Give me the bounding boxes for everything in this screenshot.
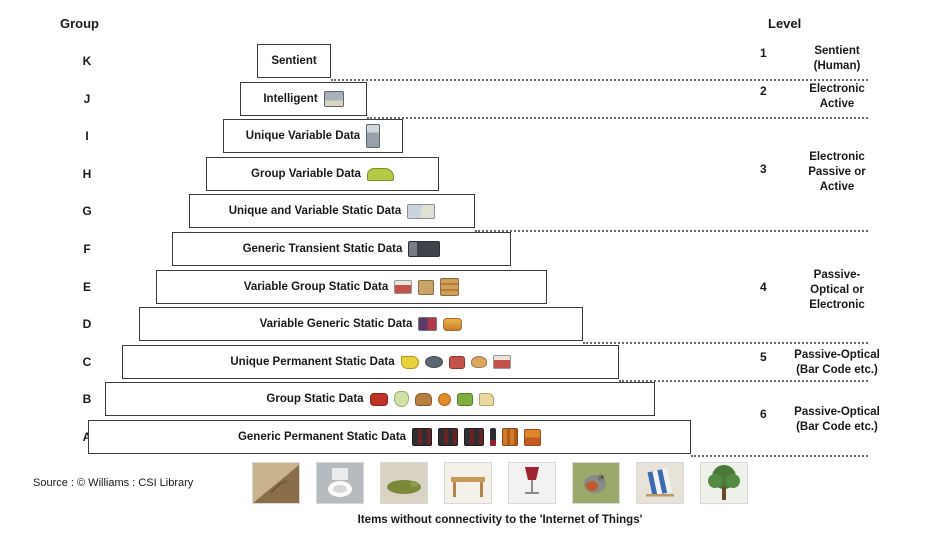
pastry-icon [443, 317, 463, 331]
computer-icon [323, 91, 344, 107]
orange-icon [437, 392, 451, 406]
row-label: Sentient [271, 55, 317, 67]
slug-photo [380, 462, 428, 504]
level-divider [367, 117, 868, 119]
row-label: Intelligent [263, 93, 318, 105]
level-label-1: Sentient (Human) [813, 45, 861, 72]
truck-icon [408, 241, 441, 257]
row-label: Generic Transient Static Data [242, 243, 403, 255]
level-number-4: 4 [760, 280, 767, 294]
level-number-3: 3 [760, 162, 767, 176]
pyramid-row-unique-variable-data: Unique Variable Data [223, 119, 403, 153]
deck-chair-photo [636, 462, 684, 504]
group-letter-f: F [83, 242, 91, 256]
pyramid-row-intelligent: Intelligent [240, 82, 367, 116]
group-column-header: Group [60, 16, 99, 31]
level-number-2: 2 [760, 84, 767, 98]
pyramid-row-unique-permanent-static-data: Unique Permanent Static Data [122, 345, 619, 379]
row-label: Unique and Variable Static Data [228, 205, 402, 217]
group-letter-c: C [82, 355, 92, 369]
juice-carton-icon [524, 428, 542, 446]
level-label-3: Electronic Passive or Active [808, 151, 866, 193]
banana-icon [400, 355, 419, 369]
pyramid-row-group-static-data: Group Static Data [105, 382, 655, 416]
robin-bird-photo [572, 462, 620, 504]
tomatoes-icon [369, 392, 388, 406]
group-letter-a: A [82, 430, 92, 444]
group-letter-i: I [85, 129, 89, 143]
row-label: Group Static Data [266, 393, 364, 405]
pyramid-row-unique-and-variable-static-data: Unique and Variable Static Data [189, 194, 475, 228]
group-letter-d: D [82, 317, 92, 331]
canned-goods-icon [464, 428, 485, 446]
level-label-6: Passive-Optical (Bar Code etc.) [794, 406, 880, 433]
level-divider [583, 342, 868, 344]
level-label-5: Passive-Optical (Bar Code etc.) [794, 349, 880, 376]
level-divider [475, 230, 868, 232]
row-label: Unique Permanent Static Data [230, 356, 395, 368]
appliance-icon [366, 124, 381, 148]
wine-bottle-icon [490, 428, 497, 446]
bread-icon [414, 392, 432, 406]
level-number-6: 6 [760, 407, 767, 421]
row-label: Variable Group Static Data [243, 281, 389, 293]
car-icon [366, 167, 394, 181]
level-number-5: 5 [760, 350, 767, 364]
level-divider [619, 380, 868, 382]
row-label: Generic Permanent Static Data [237, 431, 407, 443]
greens-pack-icon [456, 392, 473, 406]
fish-icon [424, 356, 443, 368]
fossil-leaf-photo [252, 462, 300, 504]
pyramid-row-variable-generic-static-data: Variable Generic Static Data [139, 307, 583, 341]
canned-goods-icon [438, 428, 459, 446]
pyramid-row-group-variable-data: Group Variable Data [206, 157, 439, 191]
row-label: Unique Variable Data [245, 130, 361, 142]
tree-photo [700, 462, 748, 504]
group-letter-e: E [82, 280, 91, 294]
pallet-icon [440, 278, 460, 296]
group-letter-h: H [82, 167, 92, 181]
fennel-icon [393, 391, 409, 407]
level-divider [331, 79, 868, 81]
meat-pack-icon [492, 355, 511, 369]
canned-goods-icon [412, 428, 433, 446]
level-column-header: Level [768, 16, 802, 31]
carton-box-icon [418, 279, 435, 295]
level-label-4: Passive- Optical or Electronic [809, 269, 865, 311]
group-letter-g: G [82, 204, 92, 218]
cheese-icon [478, 392, 494, 406]
bread-roll-icon [470, 356, 487, 368]
group-letter-k: K [82, 54, 92, 68]
row-label: Group Variable Data [251, 168, 361, 180]
photo-strip-caption: Items without connectivity to the 'Inter… [357, 514, 643, 526]
banknotes-icon [407, 203, 436, 219]
wine-glass-photo [508, 462, 556, 504]
level-number-1: 1 [760, 46, 767, 60]
row-label: Variable Generic Static Data [259, 318, 413, 330]
pyramid-row-variable-group-static-data: Variable Group Static Data [156, 270, 547, 304]
group-letter-b: B [82, 392, 92, 406]
pyramid-row-generic-transient-static-data: Generic Transient Static Data [172, 232, 511, 266]
wooden-table-photo [444, 462, 492, 504]
level-divider [691, 455, 868, 457]
meat-icon [448, 355, 465, 369]
source-credit: Source : © Williams : CSI Library [33, 477, 194, 489]
pyramid-row-generic-permanent-static-data: Generic Permanent Static Data [88, 420, 691, 454]
level-label-2: Electronic Active [809, 83, 865, 110]
toilet-photo [316, 462, 364, 504]
meat-pack-icon [394, 280, 413, 294]
pyramid-row-sentient: Sentient [257, 44, 331, 78]
berries-pack-icon [418, 317, 438, 331]
sauce-bottles-icon [502, 428, 519, 446]
group-letter-j: J [83, 92, 91, 106]
